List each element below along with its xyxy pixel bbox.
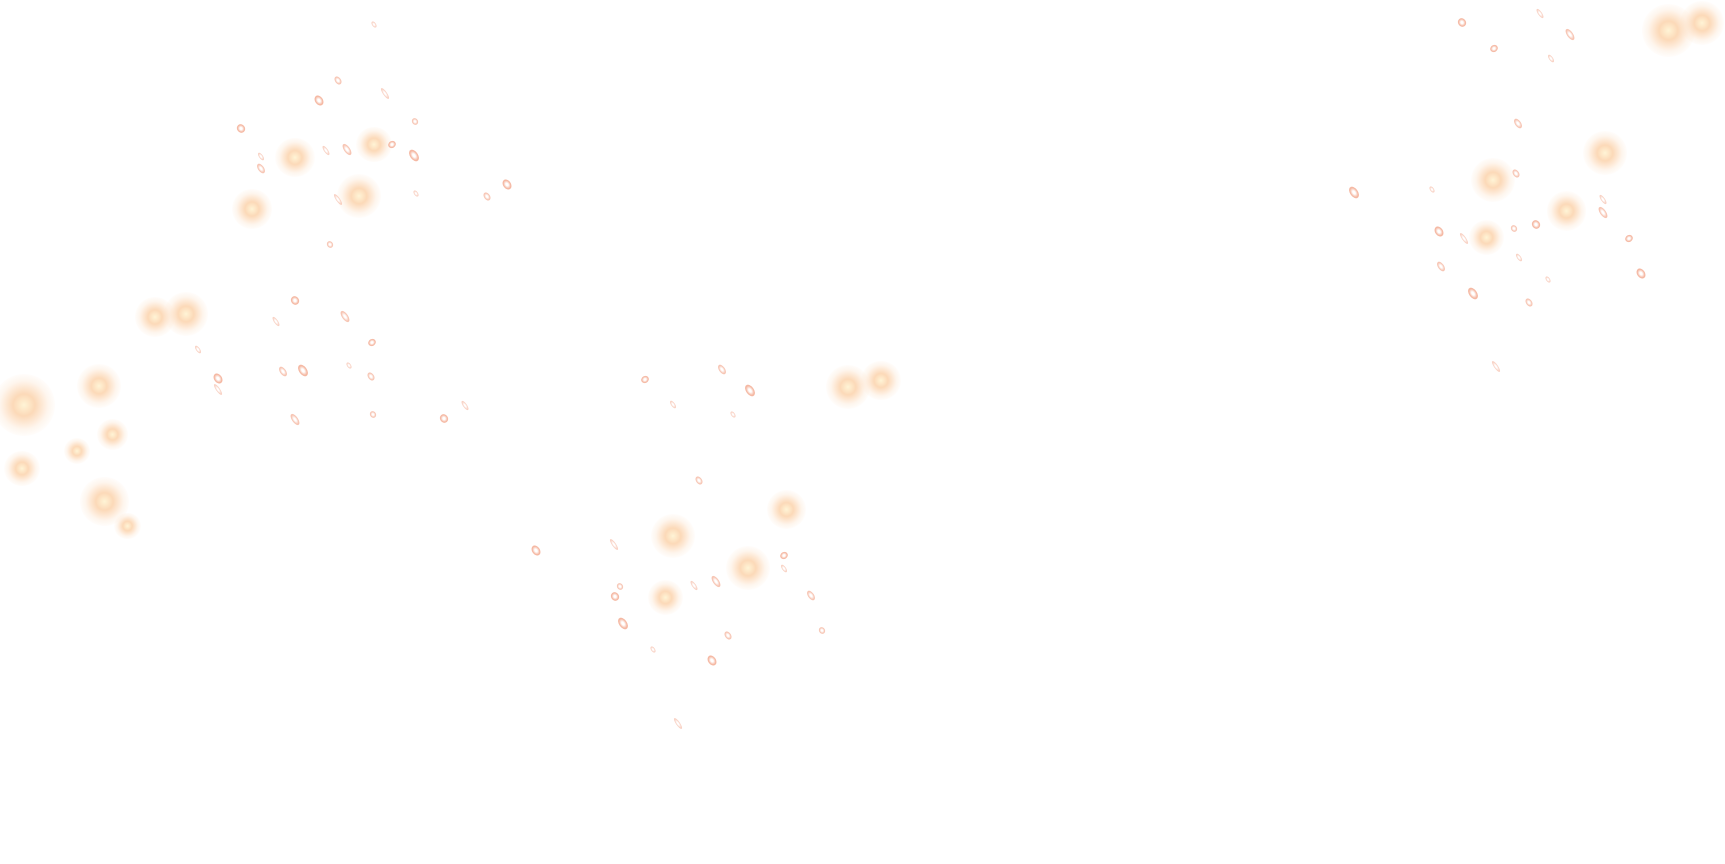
glow-sparkle — [1582, 130, 1627, 175]
flake-particle — [779, 550, 790, 561]
flake-particle — [410, 116, 420, 126]
flake-particle — [715, 363, 728, 376]
flake-particle — [1529, 218, 1542, 231]
flake-particle — [340, 142, 353, 157]
flake-particle — [693, 475, 704, 487]
flake-particle — [1634, 267, 1648, 281]
flake-particle — [728, 410, 737, 419]
flake-particle — [615, 581, 625, 591]
flake-particle — [639, 374, 650, 385]
flake-particle — [1435, 259, 1447, 273]
flake-particle — [379, 87, 391, 100]
flake-particle — [345, 361, 353, 370]
glow-sparkle — [77, 364, 121, 409]
flake-particle — [370, 20, 378, 29]
flake-particle — [288, 412, 301, 427]
glow-sparkle — [1470, 158, 1515, 203]
flake-particle — [1512, 116, 1524, 130]
flake-particle — [438, 412, 451, 424]
flake-particle — [529, 543, 543, 557]
glow-sparkle — [651, 513, 696, 558]
flake-particle — [649, 644, 658, 654]
flake-particle — [615, 616, 630, 632]
flake-particle — [1458, 232, 1470, 246]
glow-sparkle — [336, 173, 381, 218]
flake-particle — [705, 653, 719, 667]
flake-particle — [817, 625, 827, 635]
glow-sparkle — [114, 512, 141, 539]
glow-sparkle — [766, 489, 807, 530]
glow-sparkle — [726, 545, 770, 590]
flake-particle — [668, 399, 678, 410]
flake-particle — [288, 294, 301, 307]
flake-particle — [500, 177, 514, 192]
flake-particle — [193, 344, 203, 355]
flake-particle — [366, 336, 378, 348]
flake-particle — [256, 151, 265, 162]
flake-particle — [689, 579, 699, 591]
flake-particle — [339, 309, 352, 324]
flake-particle — [295, 363, 310, 379]
flake-particle — [805, 588, 817, 602]
glow-sparkle — [861, 360, 901, 401]
flake-particle — [325, 239, 335, 249]
flake-particle — [277, 365, 289, 379]
flake-particle — [368, 410, 378, 420]
flake-particle — [608, 538, 620, 551]
flake-particle — [412, 189, 420, 198]
flake-particle — [743, 382, 758, 399]
flake-particle — [1514, 252, 1524, 263]
flake-particle — [271, 315, 281, 327]
flake-particle — [482, 191, 493, 203]
flake-particle — [1428, 185, 1436, 194]
flake-particle — [235, 122, 247, 135]
flake-particle — [1623, 233, 1635, 244]
flake-particle — [460, 400, 471, 412]
flake-particle — [1456, 16, 1468, 28]
flake-particle — [211, 371, 225, 386]
glow-sparkle — [163, 291, 208, 336]
glow-sparkle — [275, 137, 315, 178]
glow-sparkle — [96, 419, 128, 450]
glow-sparkle — [232, 189, 272, 229]
flake-particle — [1535, 7, 1545, 19]
flake-particle — [709, 574, 723, 589]
glow-sparkle — [1468, 220, 1504, 256]
flake-particle — [780, 563, 789, 574]
flake-particle — [312, 93, 326, 107]
flake-particle — [1546, 53, 1556, 64]
flake-particle — [406, 147, 421, 163]
glow-sparkle — [1546, 191, 1587, 231]
glow-sparkle — [4, 451, 40, 487]
flake-particle — [1596, 205, 1609, 220]
flake-particle — [1544, 275, 1552, 284]
flake-particle — [1432, 224, 1446, 238]
flake-particle — [1488, 43, 1500, 54]
flake-particle — [212, 382, 224, 396]
flake-particle — [1523, 297, 1535, 308]
flake-particle — [723, 630, 734, 642]
glow-sparkle — [0, 374, 55, 436]
flake-particle — [609, 590, 621, 603]
flake-particle — [332, 74, 343, 86]
glow-sparkle — [63, 437, 91, 465]
flake-particle — [1465, 286, 1480, 302]
glow-sparkle — [356, 126, 392, 162]
flake-particle — [1597, 193, 1608, 205]
flake-particle — [365, 370, 376, 382]
flake-particle — [1347, 184, 1362, 201]
glow-sparkle — [647, 579, 684, 615]
glow-sparkle — [1679, 1, 1724, 46]
flake-particle — [1509, 224, 1519, 234]
flake-particle — [320, 145, 331, 157]
flake-particle — [255, 162, 267, 175]
flake-particle — [1563, 27, 1576, 42]
flake-particle — [672, 717, 683, 731]
flake-particle — [1490, 359, 1502, 373]
